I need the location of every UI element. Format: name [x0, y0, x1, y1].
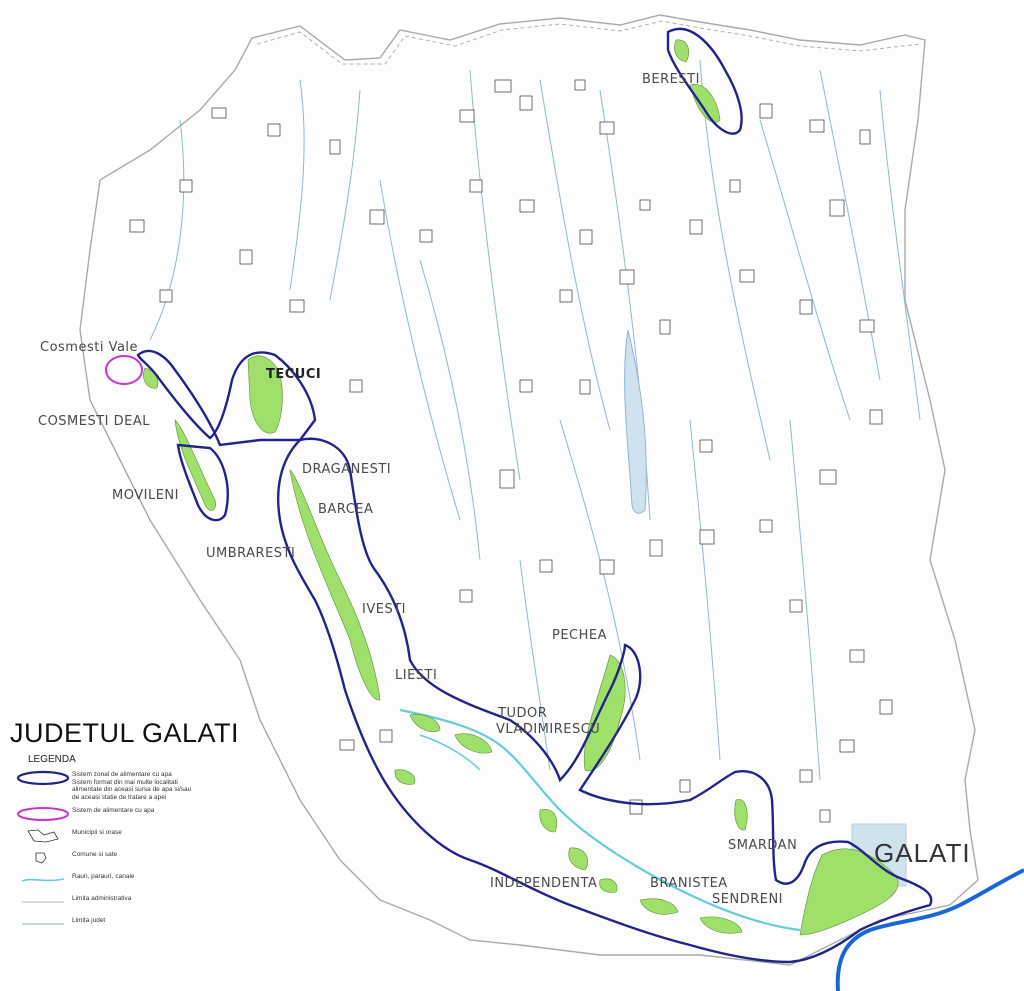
legend-item-county-limit: Limita judet	[14, 915, 314, 933]
legend-line: Rauri, paraurí, canale	[72, 873, 135, 880]
legend-item-zonal: Sistem zonal de alimentare cu apa Sistem…	[14, 769, 314, 801]
label-barcea: BARCEA	[318, 502, 374, 517]
legend-line: Sistem zonal de alimentare cu apa	[72, 771, 172, 778]
commune-outline-icon	[35, 852, 47, 864]
cosmesti-vale-system	[105, 355, 143, 385]
label-tecuci: TECUCI	[266, 367, 322, 382]
legend-item-municipality: Municipii si orase	[14, 827, 314, 845]
legend-line: alimentate din aceasi sursa de apa si/sa…	[72, 786, 192, 793]
label-pechea: PECHEA	[552, 628, 608, 643]
label-branistea: BRANISTEA	[650, 876, 728, 891]
county-border	[79, 14, 979, 966]
legend-line: de aceasi statie de tratare a apei	[72, 793, 167, 801]
water-supplied-settlements	[143, 39, 899, 936]
label-umbraresti: UMBRARESTI	[206, 546, 296, 561]
label-liesti: LIESTI	[395, 668, 438, 683]
danube-river	[835, 868, 1024, 991]
legend-line: Municipii si orase	[72, 829, 122, 836]
label-cosmesti-vale: Cosmesti Vale	[40, 340, 139, 355]
label-cosmesti-deal: COSMESTI DEAL	[38, 414, 151, 429]
legend-item-commune: Comune si sate	[14, 849, 314, 867]
siret-river	[399, 708, 801, 932]
siret-river-2	[419, 734, 481, 771]
bârlad-lake	[624, 329, 647, 514]
legend-item-admin-limit: Limita administrativa	[14, 893, 314, 911]
legend-line: Sistem format din mai multe localitati	[72, 778, 178, 786]
label-sendreni: SENDRENI	[712, 892, 784, 907]
zonal-water-systems	[136, 27, 933, 964]
label-draganesti: DRAGANESTI	[302, 462, 392, 477]
label-movileni: MOVILENI	[112, 488, 179, 503]
magenta-outline-icon	[17, 807, 69, 821]
legend-item-river: Rauri, paraurí, canale	[14, 871, 314, 889]
blue-outline-icon	[16, 770, 70, 786]
county-border-dashed	[256, 20, 921, 65]
river-line-icon	[21, 878, 65, 882]
label-vladimirescu: VLADIMIRESCU	[496, 722, 601, 737]
label-smardan: SMARDAN	[728, 838, 798, 853]
label-ivesti: IVESTI	[362, 602, 406, 617]
label-galati: GALATI	[874, 838, 971, 868]
county-limit-icon	[22, 923, 64, 925]
legend-line: Sistem de alimentare cu apa	[72, 807, 155, 814]
label-independenta: INDEPENDENTA	[490, 876, 598, 891]
map-title: JUDETUL GALATI	[10, 718, 240, 748]
label-beresti: BERESTI	[642, 72, 700, 87]
legend-line: Limita administrativa	[72, 895, 132, 902]
admin-limit-icon	[22, 901, 64, 903]
legend-item-local: Sistem de alimentare cu apa	[14, 805, 314, 823]
legend-line: Limita judet	[72, 917, 106, 924]
label-tudor: TUDOR	[498, 706, 548, 721]
municipality-outline-icon	[27, 829, 59, 843]
commune-outlines	[129, 79, 893, 823]
legend-heading: LEGENDA	[28, 754, 76, 765]
legend: LEGENDA Sistem zonal de alimentare cu ap…	[14, 754, 314, 933]
legend-line: Comune si sate	[72, 851, 118, 858]
